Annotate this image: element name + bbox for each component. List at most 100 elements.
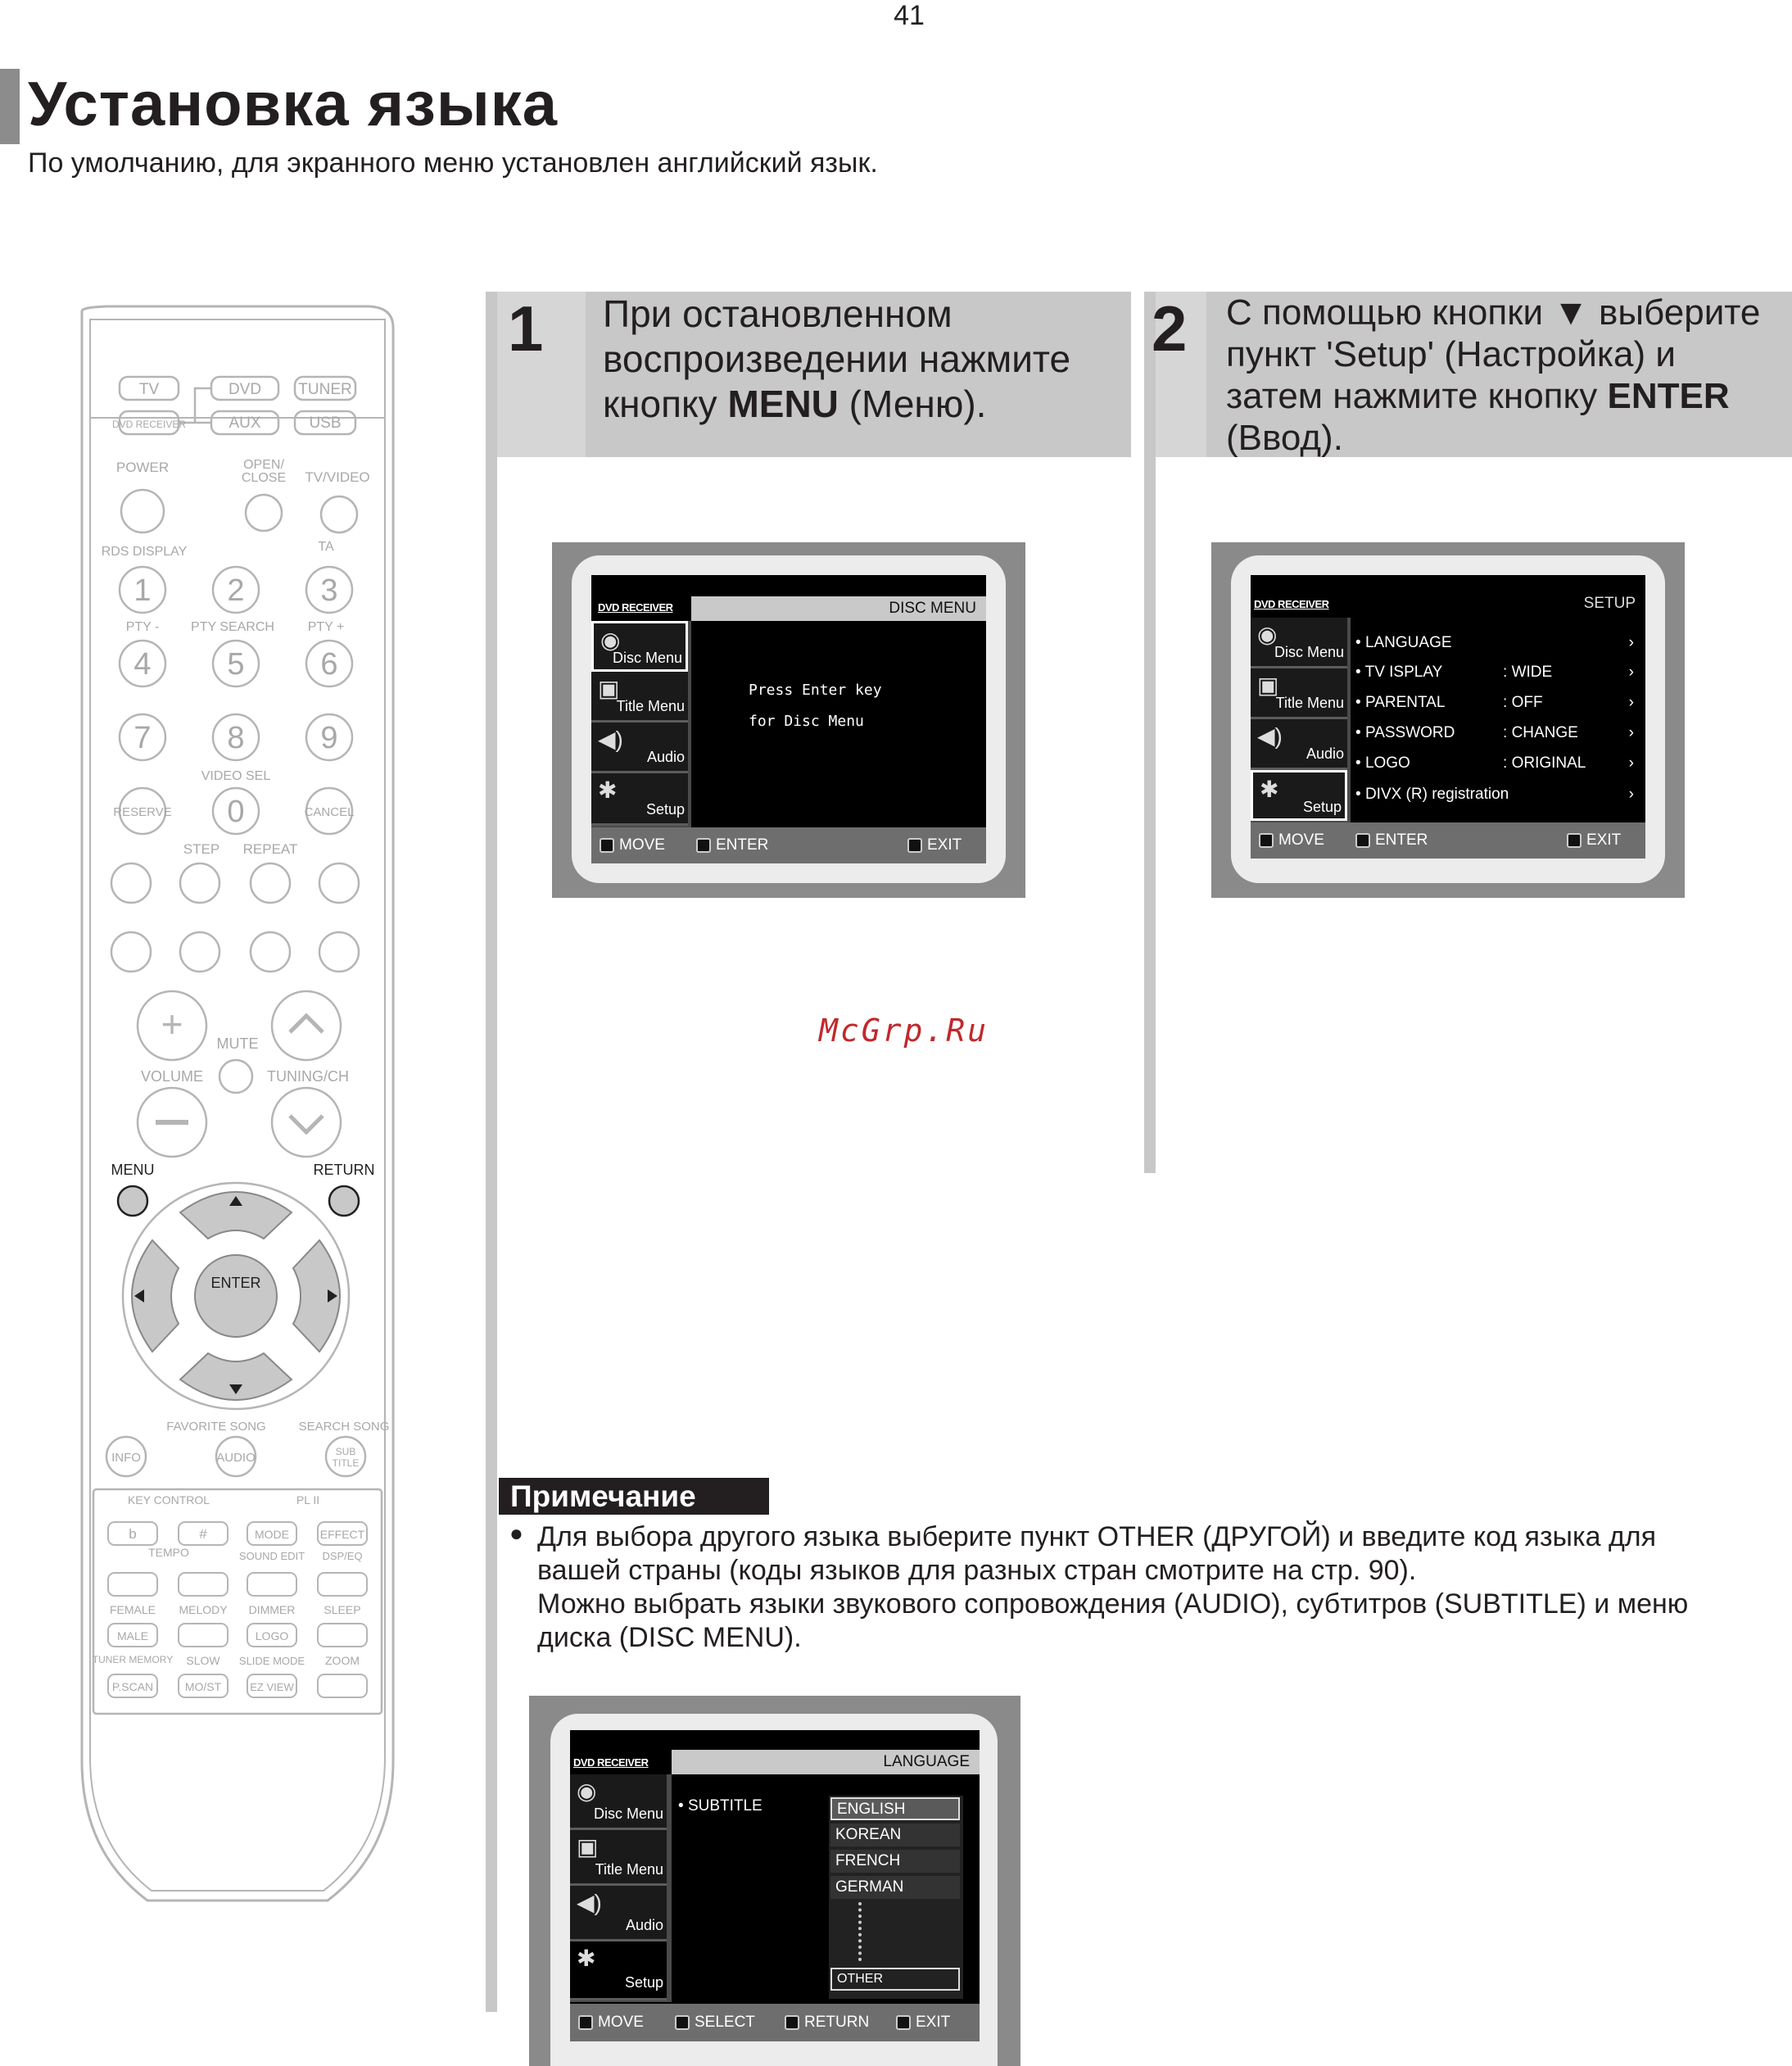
osd-side-title-menu[interactable]: ▣Title Menu xyxy=(570,1830,667,1886)
setup-row-parental[interactable]: • PARENTAL: OFF› xyxy=(1355,694,1634,711)
svg-text:4: 4 xyxy=(133,647,151,682)
enter-icon xyxy=(1355,832,1370,848)
select-icon xyxy=(675,2014,690,2030)
osd-side-setup[interactable]: ✱Setup xyxy=(1251,770,1347,821)
remote-control-illustration: TV DVD TUNER DVD RECEIVER AUX USB POWER … xyxy=(57,295,418,1917)
disc-icon: ◉ xyxy=(1257,622,1278,647)
svg-text:TUNER MEMORY: TUNER MEMORY xyxy=(93,1654,173,1665)
osd-side-audio[interactable]: ◀)Audio xyxy=(1251,719,1347,770)
svg-text:DIMMER: DIMMER xyxy=(249,1603,296,1616)
osd-message-line1: Press Enter key xyxy=(749,682,882,699)
step2-text: С помощью кнопки ▼ выберите пункт 'Setup… xyxy=(1226,292,1761,458)
osd-side-setup[interactable]: ✱Setup xyxy=(570,1941,667,2000)
svg-text:+: + xyxy=(161,1003,183,1045)
setup-row-password[interactable]: • PASSWORD: CHANGE› xyxy=(1355,724,1634,741)
osd-footer: MOVE ENTER EXIT xyxy=(1251,822,1645,859)
title-icon: ▣ xyxy=(1257,673,1279,698)
svg-text:MENU: MENU xyxy=(111,1162,155,1178)
osd-side-disc-menu[interactable]: ◉Disc Menu xyxy=(1251,618,1347,668)
note-bullet: ● xyxy=(509,1520,523,1546)
osd-sidebar: ◉Disc Menu ▣Title Menu ◀)Audio ✱Setup xyxy=(570,1774,672,2002)
svg-text:INFO: INFO xyxy=(111,1451,141,1465)
title-icon: ▣ xyxy=(598,676,620,701)
svg-text:FEMALE: FEMALE xyxy=(110,1603,156,1616)
move-icon xyxy=(1259,832,1274,848)
language-option-french[interactable]: FRENCH xyxy=(830,1850,960,1873)
osd-footer: MOVE SELECT RETURN EXIT xyxy=(570,2004,980,2041)
language-option-english[interactable]: ENGLISH xyxy=(830,1797,960,1820)
language-option-other[interactable]: OTHER xyxy=(830,1968,960,1991)
svg-text:PTY +: PTY + xyxy=(308,620,345,634)
svg-text:RETURN: RETURN xyxy=(314,1162,375,1178)
svg-text:DVD RECEIVER: DVD RECEIVER xyxy=(112,419,186,430)
svg-text:TA: TA xyxy=(318,540,334,554)
disc-icon: ◉ xyxy=(600,628,621,653)
move-icon xyxy=(600,837,614,853)
disc-icon: ◉ xyxy=(577,1778,597,1804)
osd-side-disc-menu[interactable]: ◉Disc Menu xyxy=(570,1774,667,1830)
svg-text:MODE: MODE xyxy=(255,1528,289,1541)
gear-icon: ✱ xyxy=(1260,777,1279,802)
svg-text:TUNING/CH: TUNING/CH xyxy=(267,1068,349,1085)
svg-text:ENTER: ENTER xyxy=(210,1275,260,1291)
svg-text:EFFECT: EFFECT xyxy=(320,1528,365,1541)
move-icon xyxy=(578,2014,593,2030)
svg-text:MO/ST: MO/ST xyxy=(185,1680,222,1693)
speaker-icon: ◀) xyxy=(1257,723,1283,749)
language-option-korean[interactable]: KOREAN xyxy=(830,1824,960,1846)
osd-side-title-menu[interactable]: ▣Title Menu xyxy=(591,672,688,723)
gear-icon: ✱ xyxy=(598,777,618,803)
exit-icon xyxy=(907,837,922,853)
svg-text:TEMPO: TEMPO xyxy=(148,1546,189,1559)
svg-text:USB: USB xyxy=(309,415,341,432)
step2-number-cell xyxy=(1156,292,1206,457)
setup-row-divx[interactable]: • DIVX (R) registration› xyxy=(1355,786,1634,803)
svg-text:OPEN/: OPEN/ xyxy=(243,458,284,472)
osd-title: LANGUAGE xyxy=(672,1750,980,1774)
svg-text:SOUND EDIT: SOUND EDIT xyxy=(239,1550,305,1562)
svg-text:CLOSE: CLOSE xyxy=(242,471,286,485)
disc-menu-osd: DVD RECEIVER DISC MENU ◉Disc Menu ▣Title… xyxy=(591,575,986,863)
step1-number: 1 xyxy=(508,292,544,365)
svg-text:TV/VIDEO: TV/VIDEO xyxy=(305,469,369,485)
setup-row-language[interactable]: • LANGUAGE› xyxy=(1355,634,1634,651)
svg-text:PL II: PL II xyxy=(296,1493,319,1506)
step2-number: 2 xyxy=(1152,292,1188,365)
language-option-german[interactable]: GERMAN xyxy=(830,1876,960,1899)
osd-brand: DVD RECEIVER xyxy=(573,1756,649,1769)
svg-text:P.SCAN: P.SCAN xyxy=(112,1680,153,1693)
gear-icon: ✱ xyxy=(577,1946,596,1971)
svg-text:AUDIO: AUDIO xyxy=(216,1451,256,1465)
svg-text:DSP/EQ: DSP/EQ xyxy=(322,1550,362,1562)
svg-text:VIDEO SEL: VIDEO SEL xyxy=(201,769,271,783)
osd-side-audio[interactable]: ◀)Audio xyxy=(591,723,688,773)
svg-text:MALE: MALE xyxy=(117,1629,148,1642)
title-accent-bar xyxy=(0,69,20,144)
svg-text:3: 3 xyxy=(320,573,337,608)
osd-side-audio[interactable]: ◀)Audio xyxy=(570,1886,667,1941)
osd-side-disc-menu[interactable]: ◉Disc Menu xyxy=(591,621,688,672)
page-title: Установка языка xyxy=(28,70,559,139)
svg-text:1: 1 xyxy=(133,573,151,608)
language-row-subtitle[interactable]: • SUBTITLE xyxy=(678,1797,763,1815)
step2-column-line xyxy=(1144,292,1156,1173)
setup-menu-osd: DVD RECEIVER SETUP ◉Disc Menu ▣Title Men… xyxy=(1251,575,1645,859)
speaker-icon: ◀) xyxy=(598,727,623,752)
svg-text:PTY SEARCH: PTY SEARCH xyxy=(191,620,274,634)
step1-number-cell xyxy=(497,292,586,457)
osd-title: DISC MENU xyxy=(691,596,986,621)
svg-text:SEARCH SONG: SEARCH SONG xyxy=(299,1420,390,1434)
svg-text:6: 6 xyxy=(320,647,337,682)
osd-brand: DVD RECEIVER xyxy=(598,601,673,614)
svg-text:FAVORITE SONG: FAVORITE SONG xyxy=(166,1420,265,1434)
setup-row-tv-display[interactable]: • TV ISPLAY: WIDE› xyxy=(1355,664,1634,681)
osd-side-setup[interactable]: ✱Setup xyxy=(591,773,688,826)
step2-box xyxy=(1144,292,1792,457)
step1-text: При остановленном воспроизведении нажмит… xyxy=(603,292,1071,425)
osd-side-title-menu[interactable]: ▣Title Menu xyxy=(1251,668,1347,719)
svg-text:0: 0 xyxy=(227,795,244,829)
svg-text:SLEEP: SLEEP xyxy=(324,1603,360,1616)
setup-row-logo[interactable]: • LOGO: ORIGINAL› xyxy=(1355,754,1634,772)
svg-text:EZ VIEW: EZ VIEW xyxy=(250,1681,294,1693)
language-options-list: ENGLISH KOREAN FRENCH GERMAN OTHER xyxy=(829,1796,963,1999)
